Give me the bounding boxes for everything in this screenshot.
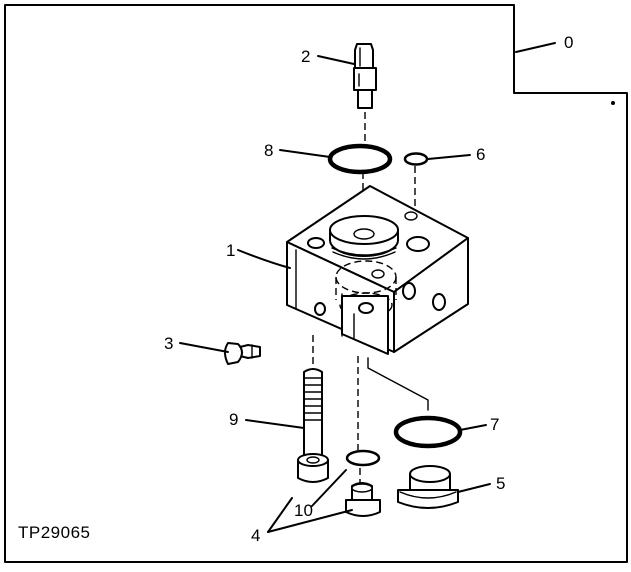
- group-boundary: [4, 4, 628, 563]
- callout-1: 1: [226, 241, 235, 260]
- callout-2: 2: [301, 47, 310, 66]
- callout-5: 5: [496, 474, 505, 493]
- callout-10: 10: [294, 501, 313, 520]
- part-5-plug-large: [397, 465, 459, 509]
- part-9-cap-screw: [297, 368, 329, 483]
- part-3-screw: [224, 342, 261, 365]
- callout-7: 7: [490, 415, 499, 434]
- figure-code: TP29065: [18, 523, 91, 542]
- callout-9: 9: [229, 410, 238, 429]
- artifact-dot: [611, 101, 615, 105]
- part-6-oring-small: [403, 152, 429, 166]
- callout-0: 0: [564, 33, 573, 52]
- part-2-cartridge: [353, 43, 377, 109]
- callout-4: 4: [251, 526, 260, 545]
- part-10-oring: [345, 449, 381, 467]
- part-8-oring-large: [327, 143, 393, 175]
- part-1-valve-body: [286, 185, 469, 355]
- part-7-oring: [393, 415, 463, 449]
- callout-3: 3: [164, 334, 173, 353]
- leader-lines: [179, 42, 556, 533]
- callout-8: 8: [264, 141, 273, 160]
- callout-6: 6: [476, 145, 485, 164]
- part-4-plug-small: [345, 482, 381, 517]
